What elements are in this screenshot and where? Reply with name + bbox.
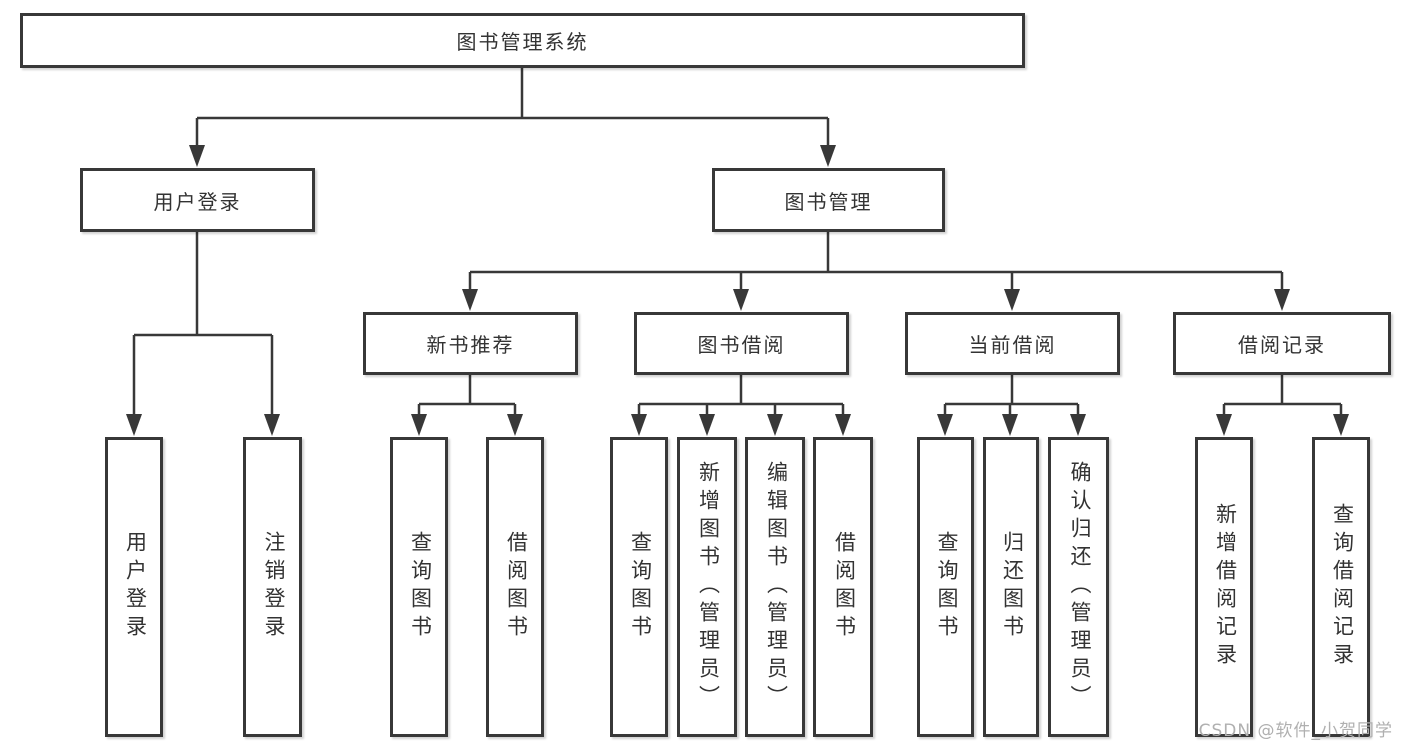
node-book-borrow: 图书借阅 — [634, 312, 849, 375]
connector-book-management — [468, 232, 1284, 294]
node-book-management: 图书管理 — [712, 168, 945, 232]
node-current-borrow: 当前借阅 — [905, 312, 1120, 375]
node-root-label: 图书管理系统 — [456, 30, 589, 54]
csdn-watermark: CSDN @软件_小贺同学 — [1198, 721, 1393, 741]
leaf-logout: 注销登录 — [243, 437, 302, 737]
leaf-query-borrow-record: 查询借阅记录 — [1312, 437, 1370, 737]
connector-user-login — [132, 232, 274, 418]
leaf-add-borrow-record: 新增借阅记录 — [1195, 437, 1253, 737]
leaf-query-books-borrow: 查询图书 — [610, 437, 668, 737]
leaf-query-books-recommend-label: 查询图书 — [408, 531, 433, 643]
connector-borrow-records — [1222, 375, 1343, 418]
node-borrow-records-label: 借阅记录 — [1238, 333, 1326, 357]
leaf-query-books-current: 查询图书 — [917, 437, 974, 737]
leaf-confirm-return-admin: 确认归还（管理员） — [1048, 437, 1109, 737]
node-root: 图书管理系统 — [20, 13, 1025, 68]
node-book-borrow-label: 图书借阅 — [697, 333, 786, 357]
leaf-return-book-label: 归还图书 — [1000, 531, 1025, 643]
node-new-book-recommend-label: 新书推荐 — [426, 333, 515, 357]
leaf-return-book: 归还图书 — [983, 437, 1039, 737]
node-borrow-records: 借阅记录 — [1173, 312, 1391, 375]
leaf-borrow-books: 借阅图书 — [813, 437, 873, 737]
leaf-add-book-admin: 新增图书（管理员） — [677, 437, 737, 737]
node-current-borrow-label: 当前借阅 — [968, 333, 1057, 357]
leaf-edit-book-admin-label: 编辑图书（管理员） — [764, 461, 789, 713]
leaf-query-books-borrow-label: 查询图书 — [628, 531, 653, 643]
leaf-add-book-admin-label: 新增图书（管理员） — [696, 461, 721, 713]
leaf-confirm-return-admin-label: 确认归还（管理员） — [1068, 461, 1092, 713]
connector-current-borrow — [943, 375, 1080, 418]
leaf-user-login-label: 用户登录 — [123, 531, 148, 643]
connector-root — [195, 68, 830, 150]
leaf-borrow-books-recommend: 借阅图书 — [486, 437, 544, 737]
leaf-add-borrow-record-label: 新增借阅记录 — [1213, 503, 1238, 671]
node-user-login: 用户登录 — [80, 168, 315, 232]
leaf-query-borrow-record-label: 查询借阅记录 — [1330, 503, 1355, 671]
connector-book-borrow — [637, 375, 845, 418]
node-user-login-label: 用户登录 — [153, 189, 242, 214]
leaf-query-books-recommend: 查询图书 — [390, 437, 448, 737]
leaf-query-books-current-label: 查询图书 — [935, 531, 959, 643]
leaf-borrow-books-label: 借阅图书 — [832, 531, 857, 643]
node-book-management-label: 图书管理 — [784, 189, 873, 214]
leaf-user-login: 用户登录 — [105, 437, 163, 737]
leaf-borrow-books-recommend-label: 借阅图书 — [504, 531, 529, 643]
node-new-book-recommend: 新书推荐 — [363, 312, 578, 375]
leaf-logout-label: 注销登录 — [262, 531, 286, 643]
leaf-edit-book-admin: 编辑图书（管理员） — [745, 437, 805, 737]
connector-new-book-recommend — [417, 375, 517, 418]
